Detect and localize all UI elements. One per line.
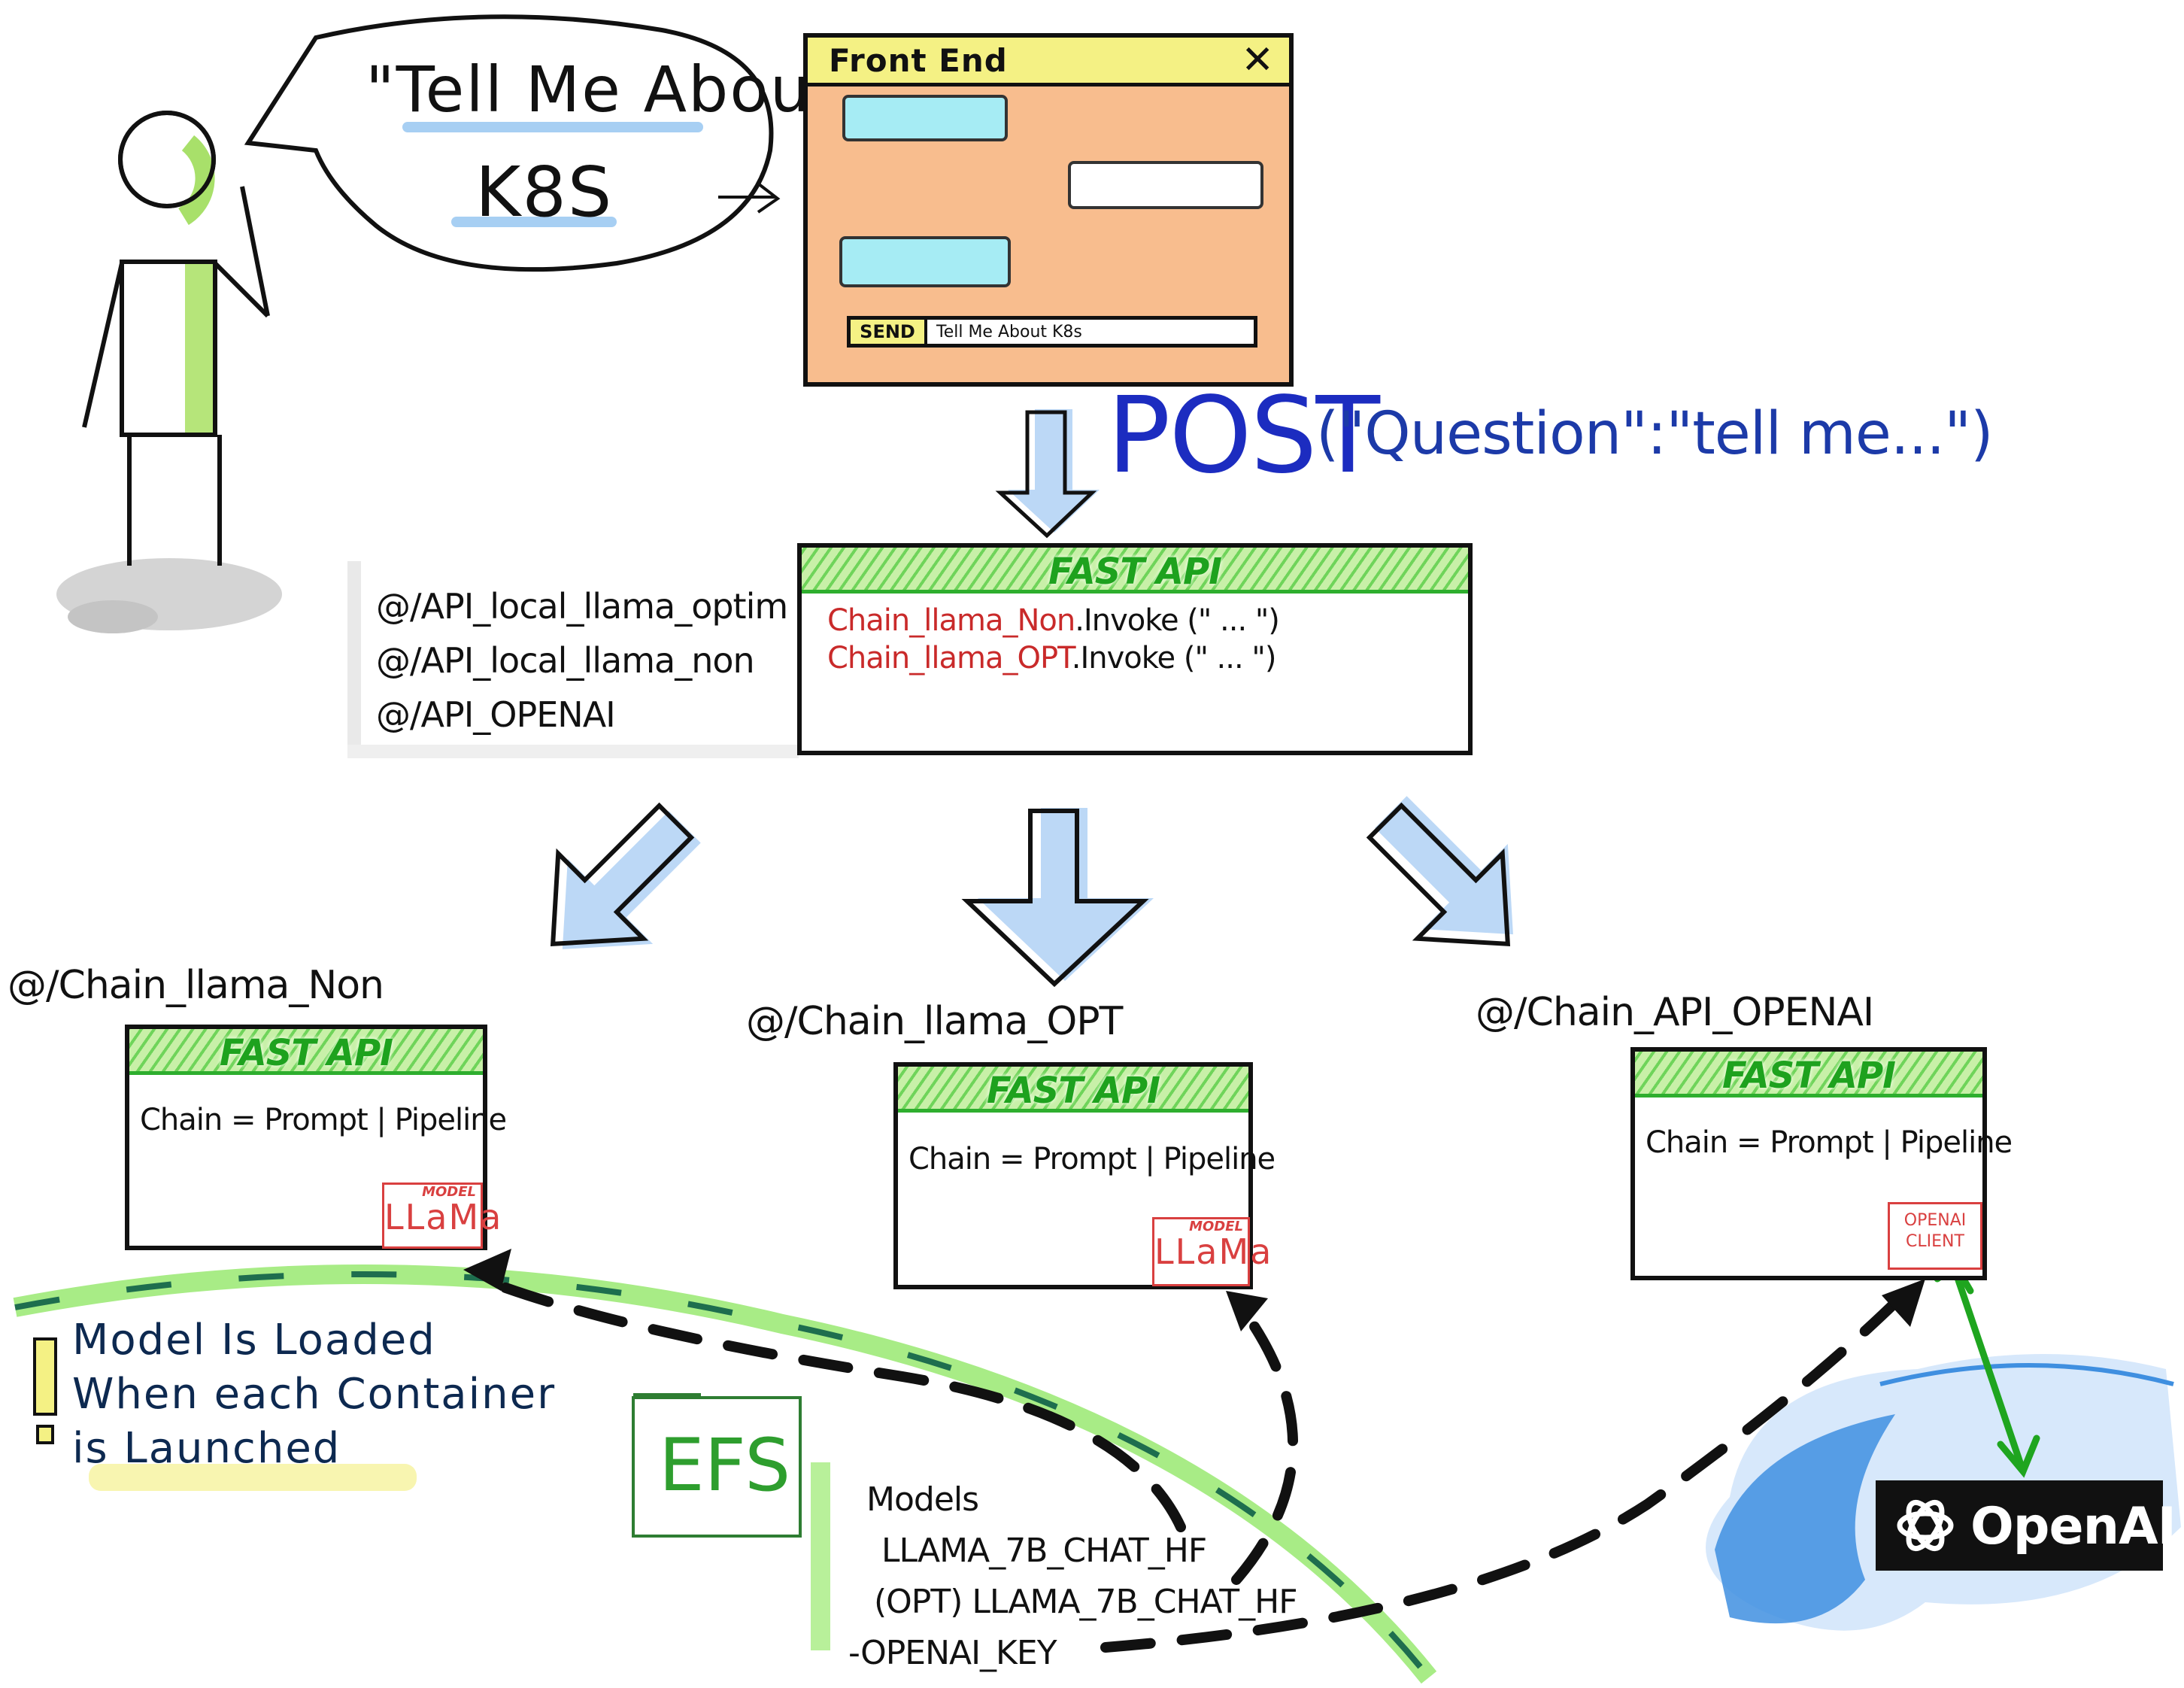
service-label-2: @/Chain_llama_OPT: [746, 999, 1123, 1044]
badge-main: LLaMa: [384, 1197, 503, 1237]
service-box-openai: FAST API Chain = Prompt | Pipeline OPENA…: [1630, 1047, 2013, 1280]
service-header: FAST API: [129, 1029, 483, 1075]
close-icon[interactable]: ✕: [1241, 38, 1274, 83]
arrow-down-post: [995, 409, 1100, 539]
service-box-llama-opt: FAST API Chain = Prompt | Pipeline MODEL…: [893, 1062, 1276, 1289]
chain-definition: Chain = Prompt | Pipeline: [1646, 1125, 2013, 1160]
main-fastapi-title: FAST API: [1048, 551, 1222, 593]
efs-tree: Models LLAMA_7B_CHAT_HF (OPT) LLAMA_7B_C…: [848, 1474, 1298, 1679]
front-end-window: Front End ✕ SEND Tell Me About K8s: [803, 33, 1294, 387]
arrow-right-service: [1366, 796, 1513, 947]
service-header: FAST API: [898, 1067, 1248, 1113]
chain-name: Chain_llama_Non: [827, 603, 1075, 638]
service-title: FAST API: [1722, 1055, 1896, 1097]
arrow-left-service: [550, 802, 701, 949]
invoke-call: .Invoke (" ... "): [1071, 641, 1277, 676]
note-line-3: is Launched: [72, 1424, 341, 1473]
front-end-title-bar: Front End ✕: [808, 38, 1289, 87]
input-text: Tell Me About K8s: [936, 323, 1082, 342]
efs-label: EFS: [659, 1423, 791, 1507]
service-header: FAST API: [1635, 1052, 1982, 1098]
badge-line-2: CLIENT: [1906, 1232, 1964, 1251]
endpoint-item: @/API_local_llama_non: [376, 640, 755, 681]
arrow-center-service: [961, 808, 1154, 988]
tree-item: -OPENAI_KEY: [848, 1634, 1057, 1672]
chain-name: Chain_llama_OPT: [827, 641, 1072, 676]
chain-definition: Chain = Prompt | Pipeline: [908, 1142, 1276, 1176]
openai-logo: OpenAI: [1876, 1480, 2176, 1571]
service-title: FAST API: [220, 1032, 393, 1074]
dash-arrow-to-service-2: [1231, 1304, 1299, 1585]
endpoint-item: @/API_local_llama_optim: [376, 586, 788, 627]
post-body: ("Question":"tell me..."): [1316, 400, 1994, 468]
openai-double-arrow: [1952, 1268, 2025, 1471]
speech-line-1: "Tell Me About: [366, 53, 838, 126]
main-api-line-1: Chain_llama_Non.Invoke (" ... "): [827, 603, 1280, 638]
chat-bubble-user-2: [839, 236, 1011, 287]
service-label-1: @/Chain_llama_Non: [8, 963, 384, 1008]
tree-item: (OPT) LLAMA_7B_CHAT_HF: [874, 1583, 1298, 1621]
badge-line-1: OPENAI: [1903, 1211, 1967, 1230]
openai-name: OpenAI: [1970, 1497, 2176, 1556]
front-end-input[interactable]: SEND Tell Me About K8s: [847, 316, 1257, 348]
efs-folder-icon: [632, 1396, 802, 1538]
dash-arrow-to-service-3: [1100, 1290, 1908, 1653]
badge-main: LLaMa: [1154, 1231, 1273, 1272]
chain-definition: Chain = Prompt | Pipeline: [140, 1103, 507, 1137]
openai-knot-icon: [1897, 1499, 1954, 1552]
service-label-3: @/Chain_API_OPENAI: [1476, 990, 1874, 1035]
chat-bubble-user-1: [842, 95, 1008, 141]
front-end-title: Front End: [829, 42, 1008, 79]
endpoint-item: @/API_OPENAI: [376, 694, 616, 735]
stick-figure: [82, 111, 270, 566]
service-title: FAST API: [987, 1070, 1160, 1112]
invoke-call: .Invoke (" ... "): [1075, 603, 1280, 638]
llama-model-badge: MODEL LLaMa: [1152, 1217, 1273, 1286]
send-button[interactable]: SEND: [851, 320, 927, 344]
main-api-line-2: Chain_llama_OPT.Invoke (" ... "): [827, 641, 1276, 676]
endpoint-list: @/API_local_llama_optim @/API_local_llam…: [376, 579, 788, 742]
badge-top: MODEL: [1189, 1219, 1243, 1234]
service-box-llama-non: FAST API Chain = Prompt | Pipeline MODEL…: [125, 1025, 507, 1250]
dash-arrow-to-service-1: [476, 1274, 1186, 1532]
tree-item: LLAMA_7B_CHAT_HF: [881, 1532, 1207, 1570]
badge-top: MODEL: [422, 1184, 476, 1200]
post-method: POST: [1107, 375, 1380, 497]
main-fastapi-header: FAST API: [802, 548, 1468, 594]
llama-model-badge: MODEL LLaMa: [382, 1183, 503, 1249]
speech-bubble: [244, 14, 781, 272]
chat-bubble-reply: [1068, 161, 1263, 209]
main-fastapi-box: FAST API Chain_llama_Non.Invoke (" ... "…: [797, 543, 1473, 755]
note-line-1: Model Is Loaded: [72, 1316, 436, 1365]
note-line-2: When each Container: [72, 1370, 557, 1419]
openai-client-badge: OPENAI CLIENT: [1888, 1202, 1982, 1270]
tree-item: Models: [866, 1480, 979, 1519]
speech-line-2: K8S: [475, 152, 614, 232]
model-load-note: Model Is Loaded When each Container is L…: [72, 1313, 556, 1476]
